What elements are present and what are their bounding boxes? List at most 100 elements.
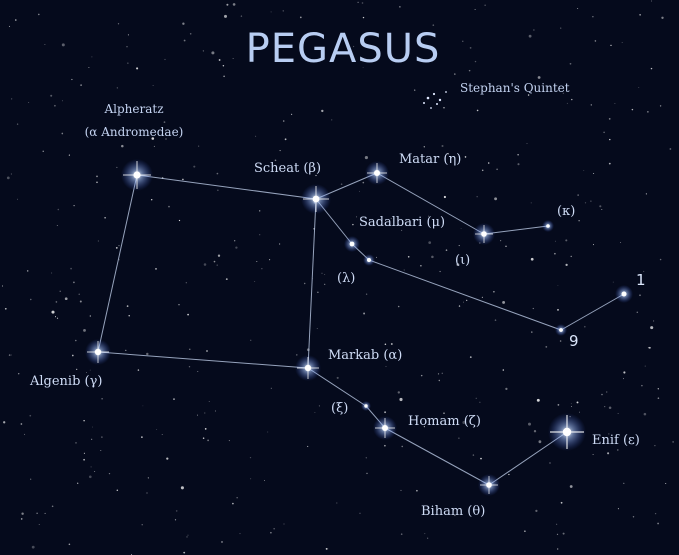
background-star	[431, 255, 434, 259]
background-star	[474, 60, 477, 63]
background-star	[101, 397, 103, 400]
background-star	[327, 548, 329, 550]
background-star	[557, 285, 559, 286]
label-matar: Matar (η)	[399, 152, 461, 167]
background-star	[481, 169, 484, 172]
background-star	[283, 523, 285, 525]
background-star	[321, 109, 324, 113]
background-star	[657, 397, 660, 400]
background-star	[631, 108, 634, 111]
background-star	[259, 234, 261, 236]
background-star	[357, 1, 359, 4]
background-star	[458, 437, 460, 439]
background-star	[303, 282, 306, 285]
background-star	[493, 290, 495, 293]
background-star	[608, 406, 612, 409]
background-star	[475, 397, 477, 399]
background-star	[361, 2, 364, 4]
star-iota	[473, 223, 495, 245]
background-star	[127, 62, 129, 64]
background-star	[557, 309, 559, 311]
background-star	[533, 29, 535, 31]
line-alpheratz-algenib	[97, 174, 138, 353]
background-star	[217, 254, 221, 257]
background-star	[186, 536, 188, 538]
background-star	[235, 246, 238, 249]
background-star	[577, 194, 579, 196]
background-star	[456, 263, 460, 266]
background-star	[296, 354, 298, 356]
background-star	[282, 10, 284, 12]
star-matar	[365, 161, 389, 185]
background-star	[623, 371, 626, 374]
background-star	[443, 195, 446, 199]
background-star	[254, 281, 256, 282]
background-star	[21, 512, 24, 515]
background-star	[565, 239, 568, 242]
background-star	[428, 241, 432, 244]
background-star	[91, 438, 93, 440]
background-star	[464, 156, 467, 158]
background-star	[270, 11, 272, 13]
background-star	[576, 401, 579, 404]
background-star	[532, 307, 534, 310]
background-star	[10, 173, 12, 175]
background-star	[403, 269, 405, 271]
background-star	[505, 245, 507, 247]
label-lambda: (λ)	[337, 271, 355, 286]
background-star	[565, 263, 568, 267]
background-star	[384, 411, 387, 414]
background-star	[579, 411, 581, 413]
background-star	[189, 348, 191, 350]
background-star	[68, 543, 71, 546]
label-biham: Biham (θ)	[421, 504, 485, 519]
background-star	[472, 454, 475, 456]
background-star	[96, 181, 98, 184]
background-star	[569, 485, 573, 488]
background-star	[291, 113, 293, 115]
background-star	[96, 175, 98, 178]
line-matar-iota	[376, 172, 485, 235]
background-star	[583, 170, 585, 171]
background-star	[590, 104, 592, 106]
background-star	[314, 412, 316, 414]
background-star	[100, 450, 102, 452]
background-star	[530, 202, 532, 204]
background-star	[632, 516, 635, 518]
background-star	[469, 47, 472, 49]
background-star	[557, 404, 560, 406]
background-star	[83, 329, 86, 332]
background-star	[484, 4, 486, 6]
background-star	[638, 87, 640, 88]
background-star	[146, 492, 148, 494]
background-star	[116, 489, 119, 491]
background-star	[496, 168, 498, 171]
background-star	[463, 301, 464, 303]
background-star	[38, 524, 40, 526]
background-star	[250, 478, 252, 480]
background-star	[70, 267, 72, 270]
background-star	[173, 398, 175, 400]
background-star	[274, 159, 277, 162]
background-star	[420, 374, 423, 377]
background-star	[526, 142, 528, 145]
background-star	[16, 198, 19, 200]
background-star	[214, 410, 216, 412]
background-star	[94, 470, 96, 472]
background-star	[614, 103, 616, 105]
background-star	[28, 102, 30, 103]
background-star	[216, 264, 218, 266]
background-star	[269, 259, 271, 261]
background-star	[447, 152, 449, 155]
background-star	[362, 181, 365, 184]
background-star	[256, 260, 258, 263]
background-star	[556, 533, 559, 536]
background-star	[494, 319, 497, 321]
line-homam-biham	[384, 427, 490, 486]
background-star	[168, 205, 170, 208]
background-star	[61, 43, 65, 47]
background-star	[669, 148, 672, 150]
background-star	[307, 445, 309, 447]
background-star	[71, 354, 74, 357]
background-star	[609, 138, 611, 141]
